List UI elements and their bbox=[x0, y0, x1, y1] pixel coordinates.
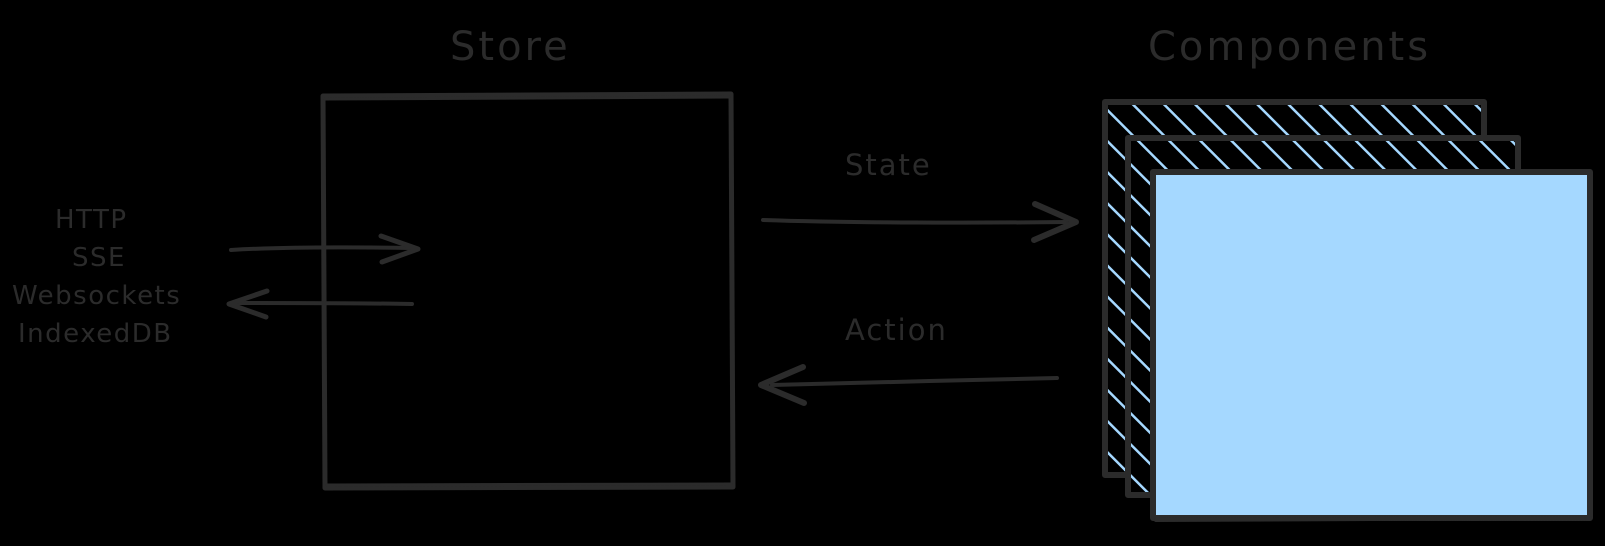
source-label-websockets: Websockets bbox=[12, 281, 182, 311]
source-label-indexeddb: IndexedDB bbox=[18, 319, 173, 349]
arrow-action bbox=[758, 364, 1059, 406]
source-label-sse: SSE bbox=[72, 243, 126, 273]
state-arrow-label: State bbox=[845, 148, 932, 182]
action-arrow-label: Action bbox=[845, 313, 948, 347]
components-title: Components bbox=[1148, 24, 1432, 70]
store-box bbox=[320, 91, 736, 491]
arrow-sources-to-store bbox=[229, 233, 421, 265]
arrow-state bbox=[761, 201, 1079, 243]
source-label-http: HTTP bbox=[55, 205, 128, 235]
store-title: Store bbox=[450, 24, 571, 70]
arrow-store-to-sources bbox=[226, 288, 414, 320]
component-box-front bbox=[1150, 169, 1593, 522]
